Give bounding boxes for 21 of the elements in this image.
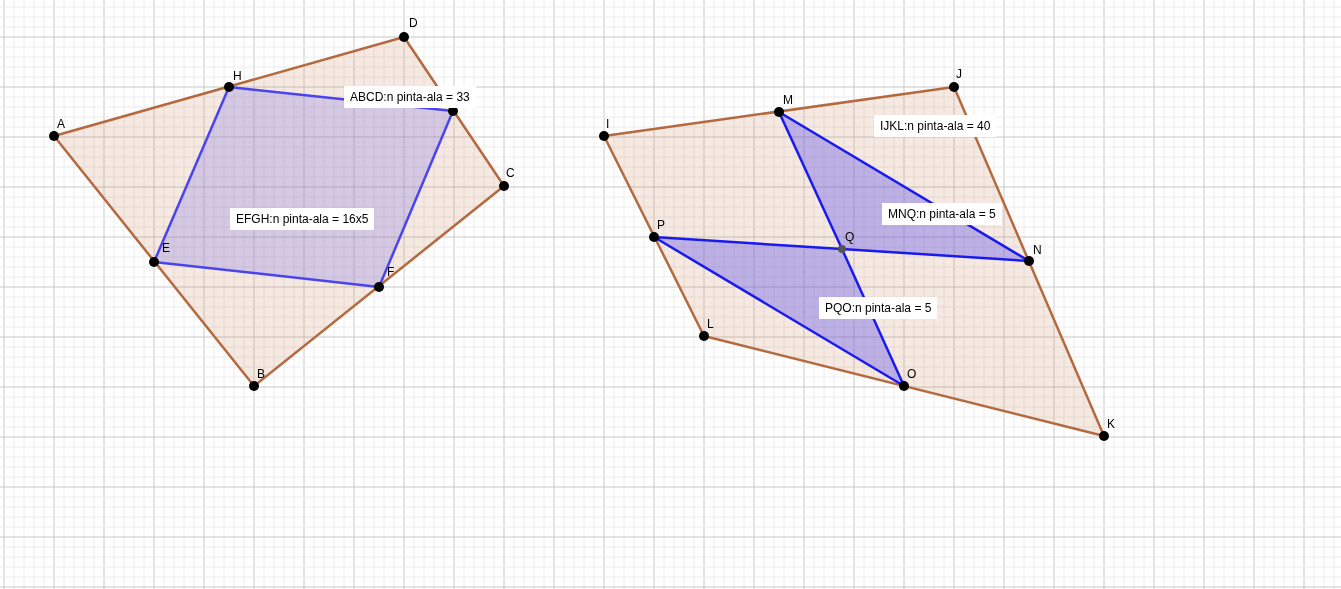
point-label: Q xyxy=(845,230,855,244)
point-label: J xyxy=(956,67,962,81)
point-label: K xyxy=(1107,417,1115,431)
area-label: MNQ:n pinta-ala = 5 xyxy=(882,203,1002,225)
point-label: F xyxy=(387,265,395,279)
point-label: O xyxy=(907,367,917,381)
point-label: B xyxy=(257,367,265,381)
area-label: ABCD:n pinta-ala = 33 xyxy=(344,86,476,108)
point-label: L xyxy=(707,317,714,331)
point-label: C xyxy=(506,166,515,180)
point-label: N xyxy=(1033,243,1042,257)
point-label: M xyxy=(783,93,793,107)
area-label: EFGH:n pinta-ala = 16x5 xyxy=(230,208,375,230)
point-label: A xyxy=(57,117,65,131)
point-label: H xyxy=(233,69,242,83)
point-label: I xyxy=(606,117,610,131)
point-label: P xyxy=(657,218,665,232)
area-label: IJKL:n pinta-ala = 40 xyxy=(874,115,997,137)
area-label: PQO:n pinta-ala = 5 xyxy=(819,297,938,319)
point-label: D xyxy=(409,16,418,30)
point-label: E xyxy=(162,241,170,255)
